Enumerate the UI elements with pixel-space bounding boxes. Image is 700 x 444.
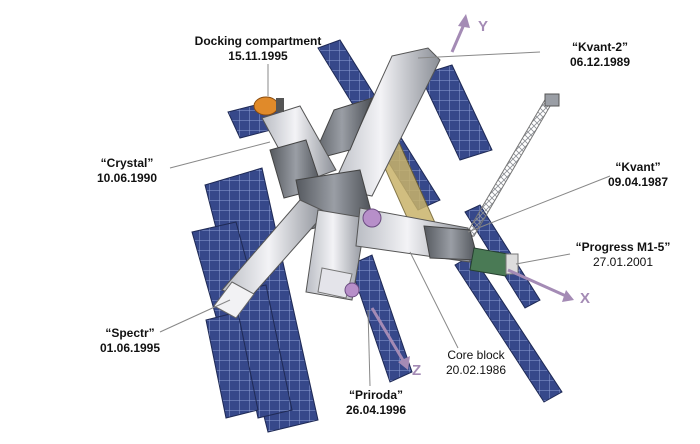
label-date: 15.11.1995 bbox=[228, 49, 288, 63]
label-date: 27.01.2001 bbox=[592, 255, 654, 269]
label-kvant: “Kvant” 09.04.1987 bbox=[590, 160, 686, 190]
label-progress-m1-5: “Progress M1-5” 27.01.2001 bbox=[560, 240, 686, 270]
leader-progress bbox=[515, 253, 571, 265]
axis-arrows bbox=[370, 14, 574, 370]
z-axis-arrowhead bbox=[398, 356, 410, 370]
leader-kvant2 bbox=[417, 51, 541, 59]
label-date: 06.12.1989 bbox=[569, 55, 631, 69]
label-docking-compartment: Docking compartment 15.11.1995 bbox=[168, 34, 348, 64]
x-axis-arrow bbox=[507, 268, 567, 298]
label-spectr: “Spectr” 01.06.1995 bbox=[82, 326, 178, 356]
label-priroda: “Priroda” 26.04.1996 bbox=[326, 388, 426, 418]
label-name: Core block bbox=[447, 348, 505, 362]
label-name: “Spectr” bbox=[105, 326, 155, 340]
kvant-truss bbox=[375, 93, 560, 243]
leader-lines bbox=[159, 51, 611, 387]
leader-crystal bbox=[169, 141, 271, 169]
label-name: “Kvant” bbox=[615, 160, 661, 174]
label-name: “Crystal” bbox=[100, 156, 154, 170]
label-name: “Progress M1-5” bbox=[575, 240, 671, 254]
label-name: “Priroda” bbox=[348, 388, 403, 402]
axis-label-z: Z bbox=[412, 362, 422, 379]
leader-spectr bbox=[159, 299, 231, 333]
leader-core bbox=[409, 251, 459, 349]
label-crystal: “Crystal” 10.06.1990 bbox=[72, 156, 182, 186]
leader-priroda bbox=[367, 309, 371, 387]
x-axis-arrowhead bbox=[562, 290, 574, 302]
label-name: Docking compartment bbox=[194, 34, 322, 48]
modules bbox=[213, 47, 519, 319]
label-kvant-2: “Kvant-2” 06.12.1989 bbox=[540, 40, 660, 70]
leader-kvant bbox=[467, 175, 611, 233]
axis-label-y: Y bbox=[478, 18, 489, 35]
label-date: 10.06.1990 bbox=[96, 171, 158, 185]
label-date: 09.04.1987 bbox=[607, 175, 669, 189]
label-name: “Kvant-2” bbox=[571, 40, 628, 54]
label-date: 20.02.1986 bbox=[445, 363, 507, 377]
z-axis-arrow bbox=[370, 307, 406, 363]
y-axis-arrowhead bbox=[458, 14, 470, 28]
axis-label-x: X bbox=[580, 290, 591, 307]
label-date: 01.06.1995 bbox=[99, 341, 161, 355]
label-date: 26.04.1996 bbox=[345, 403, 407, 417]
label-core-block: Core block 20.02.1986 bbox=[428, 348, 524, 378]
y-axis-arrow bbox=[450, 21, 467, 53]
